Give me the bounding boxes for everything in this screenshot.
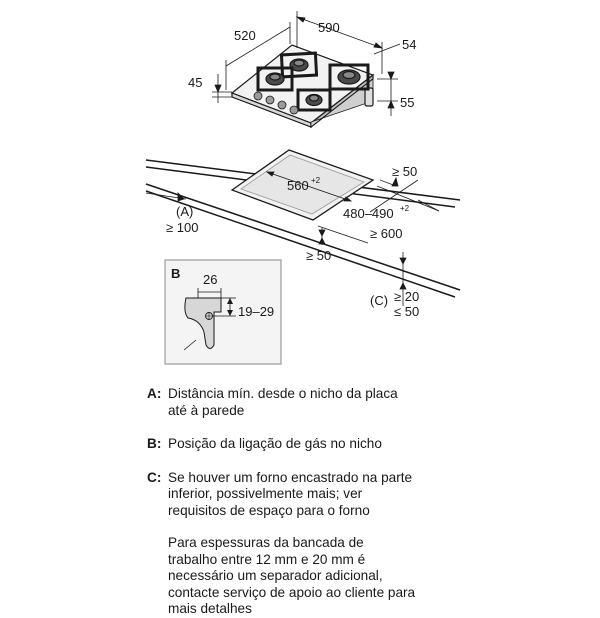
hob-dimension-lines <box>212 11 401 116</box>
dim-cutout-depth-label: 480–490 <box>343 206 394 221</box>
burner-rear-left <box>279 51 319 79</box>
burner-front-left <box>256 66 294 92</box>
marker-b: B <box>171 266 180 281</box>
dim-c-min-label: ≥ 20 <box>394 289 419 304</box>
marker-c: (C) <box>370 293 388 308</box>
legend-text: requisitos de espaço para o forno <box>168 502 370 518</box>
detail-b-box <box>164 259 282 365</box>
gas-connector <box>364 87 374 107</box>
legend-text: Posição da ligação de gás no nicho <box>168 436 382 451</box>
legend-text: até à parede <box>168 402 245 418</box>
note-line: mais detalhes <box>168 601 252 616</box>
legend-text: inferior, possivelmente mais; ver <box>168 486 363 501</box>
dim-cutout-width-label: 560 <box>287 178 309 193</box>
dim-side-min-label: ≥ 100 <box>166 220 198 235</box>
knob-icon <box>289 105 299 115</box>
legend: A: Distância mín. desde o nicho da placa… <box>147 386 587 618</box>
dim-front-min-label: ≥ 50 <box>306 248 331 263</box>
installation-diagram: 590 520 54 45 55 <box>145 11 461 365</box>
legend-item-b: B: Posição da ligação de gás no nicho <box>147 436 587 453</box>
dim-cutout-depth-tolerance: +2 <box>400 204 410 213</box>
legend-note: Para espessuras da bancada de trabalho e… <box>147 535 587 618</box>
control-knobs <box>253 91 299 115</box>
legend-text: Distância mín. desde o nicho da placa <box>168 386 398 401</box>
worktop-drawing <box>145 149 461 306</box>
gas-connection-bracket <box>184 297 222 349</box>
hob-drawing <box>212 11 401 129</box>
knob-icon <box>253 91 263 101</box>
cutout-dimension-lines <box>145 171 440 306</box>
knob-icon <box>277 100 287 110</box>
dim-front-depth-min-label: ≥ 600 <box>370 226 402 241</box>
note-line: Para espessuras da bancada de <box>168 535 364 550</box>
note-line: trabalho entre 12 mm e 20 mm é <box>168 551 366 567</box>
knob-icon <box>265 95 275 105</box>
legend-text: Se houver um forno encastrado na parte <box>168 469 413 485</box>
dim-back-min-label: ≥ 50 <box>392 164 417 179</box>
legend-item-a: A: Distância mín. desde o nicho da placa… <box>147 386 587 419</box>
detail-26-label: 26 <box>203 272 217 287</box>
dim-depth-label: 520 <box>234 28 256 43</box>
note-line: necessário um separador adicional, <box>168 568 383 583</box>
dim-height-total-label: 45 <box>188 75 202 90</box>
detail-range-label: 19–29 <box>238 304 274 319</box>
burner-rear-right <box>328 63 370 91</box>
legend-key: B: <box>147 436 162 451</box>
legend-key: A: <box>147 386 162 401</box>
dim-cutout-width-tolerance: +2 <box>311 176 321 185</box>
dim-side-offset-label: 54 <box>402 37 416 52</box>
dim-width-label: 590 <box>318 20 340 35</box>
legend-key: C: <box>147 469 162 485</box>
dim-c-max-label: ≤ 50 <box>394 304 419 319</box>
burner-front-right <box>296 88 332 112</box>
marker-a: (A) <box>176 204 193 219</box>
note-line: contacte serviço de apoio ao cliente par… <box>168 584 416 600</box>
legend-item-c: C: Se houver um forno encastrado na part… <box>147 470 587 520</box>
dim-height-below-label: 55 <box>400 95 414 110</box>
